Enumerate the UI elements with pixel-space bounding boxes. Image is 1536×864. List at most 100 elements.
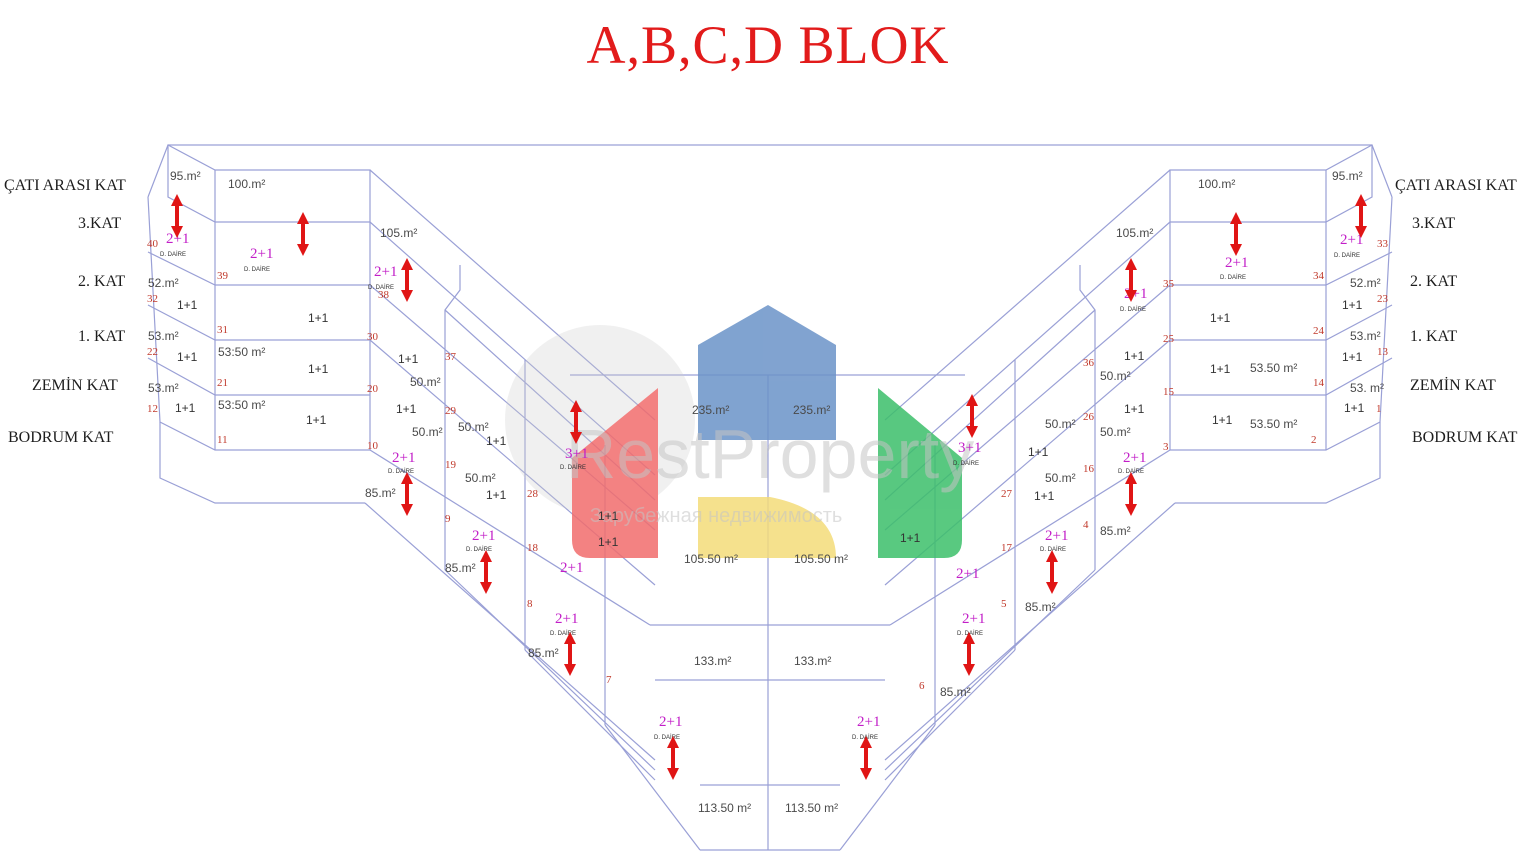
unit-type: 2+1 bbox=[472, 528, 495, 544]
unit-number: 21 bbox=[217, 377, 228, 389]
area-label: 133.m² bbox=[794, 654, 831, 668]
unit-number: 31 bbox=[217, 324, 228, 336]
unit-number: 39 bbox=[217, 270, 229, 282]
watermark: RestProperty Зарубежная недвижимость bbox=[505, 305, 974, 558]
unit-number: 34 bbox=[1313, 270, 1325, 282]
area-label: 105.50 m² bbox=[794, 552, 848, 566]
area-label: 53.m² bbox=[1350, 329, 1381, 343]
area-label: 50.m² bbox=[1045, 471, 1076, 485]
unit-type: 2+1 bbox=[560, 560, 583, 576]
unit-type: 2+1 bbox=[857, 714, 880, 730]
unit-type: 1+1 bbox=[1028, 445, 1049, 459]
area-label: 113.50 m² bbox=[785, 801, 838, 815]
unit-type: 1+1 bbox=[1034, 489, 1055, 503]
area-label: 85.m² bbox=[1025, 600, 1056, 614]
area-label: 50.m² bbox=[1100, 425, 1131, 439]
unit-type: 1+1 bbox=[1212, 413, 1233, 427]
unit-type: 2+1 bbox=[1124, 286, 1147, 302]
area-label: 95.m² bbox=[1332, 169, 1363, 183]
unit-type: 1+1 bbox=[398, 352, 419, 366]
area-label: 95.m² bbox=[170, 169, 201, 183]
unit-type: 2+1 bbox=[166, 231, 189, 247]
floor-labels-right: ÇATI ARASI KAT 3.KAT 2. KAT 1. KAT ZEMİN… bbox=[1395, 177, 1518, 446]
unit-number: 22 bbox=[147, 346, 158, 358]
unit-type-sub: D. DAİRE bbox=[1334, 252, 1360, 259]
area-labels: 95.m² 100.m² 105.m² 52.m² 53.m² 53.m² 53… bbox=[148, 169, 1384, 815]
unit-type-sub: D. DAİRE bbox=[1220, 274, 1246, 281]
unit-number: 32 bbox=[147, 293, 158, 305]
unit-type: 2+1 bbox=[1045, 528, 1068, 544]
area-label: 50.m² bbox=[412, 425, 443, 439]
floor-label-2kat-right: 2. KAT bbox=[1410, 273, 1457, 290]
unit-numbers: 1 2 3 4 5 6 7 8 9 10 11 12 13 14 15 16 1… bbox=[147, 238, 1389, 692]
unit-number: 28 bbox=[527, 488, 539, 500]
area-label: 53.50 m² bbox=[1250, 417, 1297, 431]
unit-type: 1+1 bbox=[1210, 362, 1231, 376]
floor-label-zemin-left: ZEMİN KAT bbox=[32, 376, 118, 394]
area-label: 53.m² bbox=[148, 329, 179, 343]
unit-number: 23 bbox=[1377, 293, 1389, 305]
unit-type-sub: D. DAİRE bbox=[388, 468, 414, 475]
area-label: 133.m² bbox=[694, 654, 731, 668]
unit-number: 15 bbox=[1163, 386, 1175, 398]
area-label: 52.m² bbox=[1350, 276, 1381, 290]
unit-type-sub: D. DAİRE bbox=[160, 251, 186, 258]
floor-label-bodrum-left: BODRUM KAT bbox=[8, 429, 114, 446]
area-label: 85.m² bbox=[445, 561, 476, 575]
floor-label-bodrum-right: BODRUM KAT bbox=[1412, 429, 1518, 446]
area-label: 52.m² bbox=[148, 276, 179, 290]
area-label: 100.m² bbox=[228, 177, 265, 191]
unit-type: 1+1 bbox=[598, 509, 619, 523]
unit-type: 1+1 bbox=[1124, 349, 1145, 363]
unit-number: 27 bbox=[1001, 488, 1013, 500]
unit-number: 12 bbox=[147, 403, 158, 415]
unit-type: 1+1 bbox=[1124, 402, 1145, 416]
unit-number: 4 bbox=[1083, 519, 1089, 531]
page-title: A,B,C,D BLOK bbox=[586, 15, 950, 75]
unit-type-sub: D. DAİRE bbox=[466, 546, 492, 553]
logo-green-shape bbox=[878, 388, 962, 558]
logo-red-shape bbox=[572, 388, 658, 558]
unit-type: 3+1 bbox=[565, 446, 588, 462]
area-label: 53. m² bbox=[1350, 381, 1384, 395]
unit-type: 1+1 bbox=[306, 413, 327, 427]
unit-number: 17 bbox=[1001, 542, 1013, 554]
floor-label-3kat-right: 3.KAT bbox=[1412, 215, 1455, 232]
unit-type-sub: D. DAİRE bbox=[560, 464, 586, 471]
unit-number: 38 bbox=[378, 289, 390, 301]
area-label: 50.m² bbox=[1100, 369, 1131, 383]
unit-type: 2+1 bbox=[555, 611, 578, 627]
area-label: 53.m² bbox=[148, 381, 179, 395]
unit-type-sub: D. DAİRE bbox=[852, 734, 878, 741]
unit-type: 1+1 bbox=[900, 531, 921, 545]
unit-number: 37 bbox=[445, 351, 457, 363]
area-label: 50.m² bbox=[1045, 417, 1076, 431]
unit-type: 1+1 bbox=[486, 434, 507, 448]
unit-type: 1+1 bbox=[1210, 311, 1231, 325]
unit-number: 6 bbox=[919, 680, 925, 692]
area-label: 53:50 m² bbox=[218, 398, 265, 412]
unit-type: 2+1 bbox=[392, 450, 415, 466]
unit-type: 2+1 bbox=[1225, 255, 1248, 271]
unit-number: 25 bbox=[1163, 333, 1175, 345]
area-label: 85.m² bbox=[940, 685, 971, 699]
unit-number: 7 bbox=[606, 674, 612, 686]
unit-type: 1+1 bbox=[308, 362, 329, 376]
area-label: 85.m² bbox=[528, 646, 559, 660]
floor-label-3kat-left: 3.KAT bbox=[78, 215, 121, 232]
unit-number: 24 bbox=[1313, 325, 1325, 337]
unit-type: 1+1 bbox=[177, 350, 198, 364]
unit-number: 2 bbox=[1311, 434, 1317, 446]
unit-type-sub: D. DAİRE bbox=[957, 630, 983, 637]
unit-type: 1+1 bbox=[486, 488, 507, 502]
unit-type: 1+1 bbox=[1344, 401, 1365, 415]
floor-label-1kat-left: 1. KAT bbox=[78, 328, 125, 345]
area-label: 85.m² bbox=[1100, 524, 1131, 538]
unit-type-sub: D. DAİRE bbox=[550, 630, 576, 637]
area-label: 53.50 m² bbox=[1250, 361, 1297, 375]
unit-number: 11 bbox=[217, 434, 228, 446]
unit-number: 8 bbox=[527, 598, 533, 610]
unit-number: 16 bbox=[1083, 463, 1095, 475]
area-label: 53:50 m² bbox=[218, 345, 265, 359]
